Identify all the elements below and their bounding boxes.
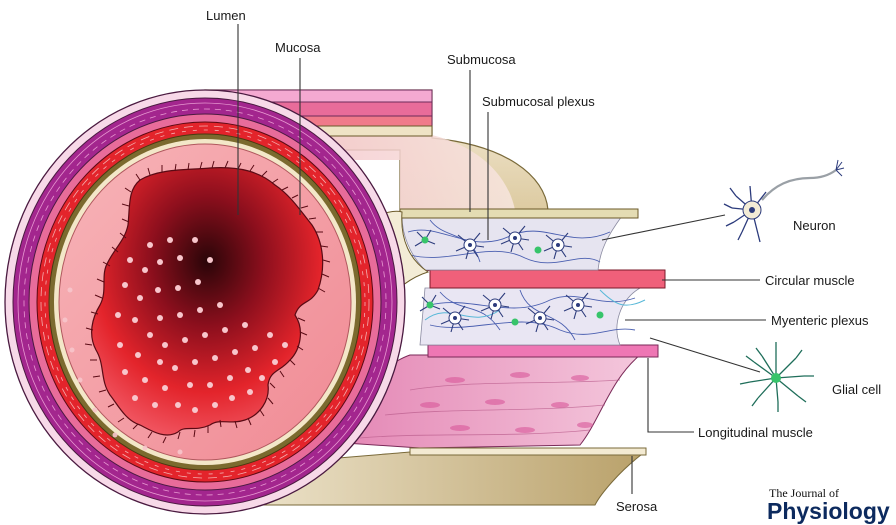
label-submucosa: Submucosa (447, 52, 516, 67)
label-serosa: Serosa (616, 499, 658, 514)
submucosa-top-band (400, 209, 638, 218)
journal-logo-line2: Physiology (767, 498, 890, 524)
glial-cell-inset (740, 342, 814, 412)
label-lumen: Lumen (206, 8, 246, 23)
label-circular-muscle: Circular muscle (765, 273, 855, 288)
circular-muscle-band (430, 270, 665, 288)
longitudinal-muscle-top-band (428, 345, 658, 357)
label-mucosa: Mucosa (275, 40, 321, 55)
label-myenteric-plexus: Myenteric plexus (771, 313, 869, 328)
label-glial-cell: Glial cell (832, 382, 881, 397)
serosa-edge-band (410, 448, 646, 455)
label-longitudinal-muscle: Longitudinal muscle (698, 425, 813, 440)
label-submucosal-plexus: Submucosal plexus (482, 94, 595, 109)
label-neuron: Neuron (793, 218, 836, 233)
